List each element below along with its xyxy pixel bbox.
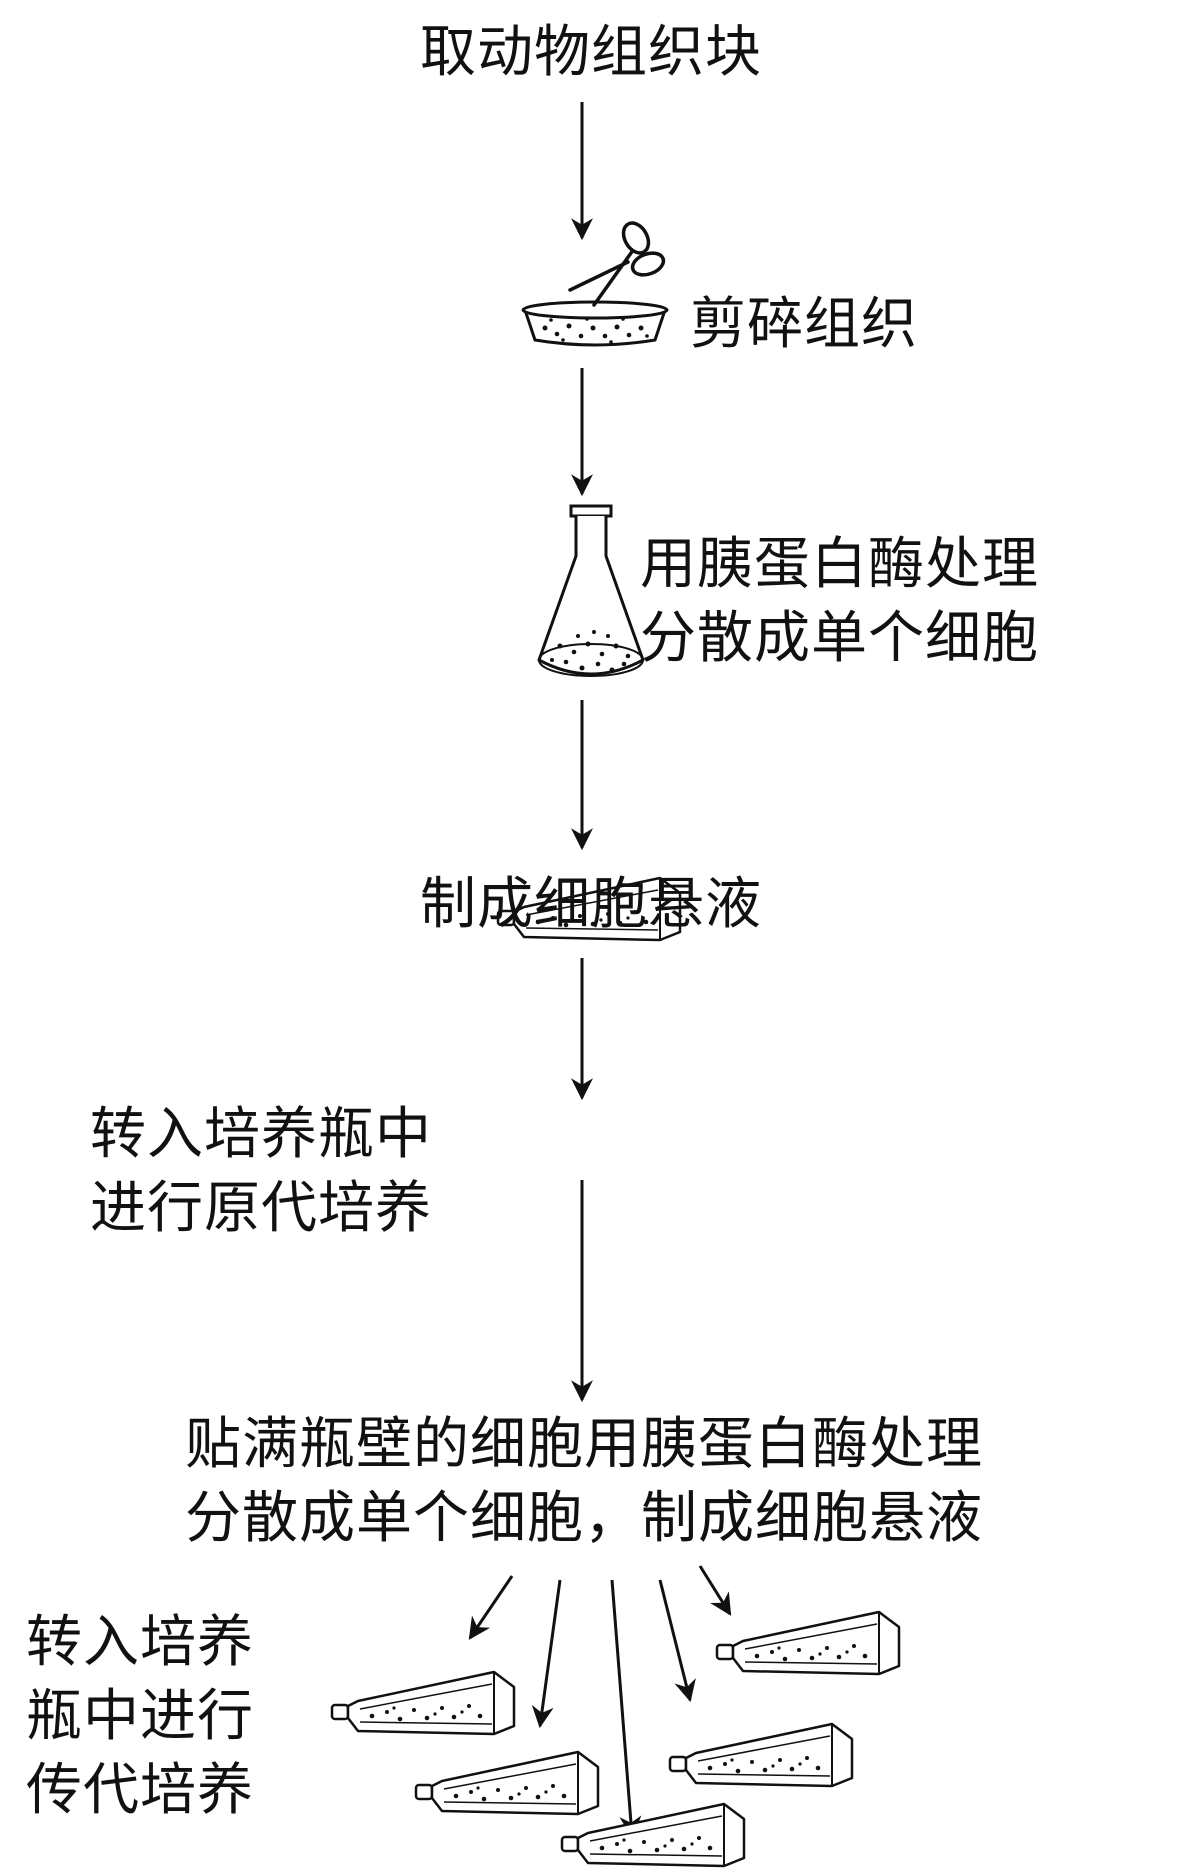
arrow-fan-5 [698,1565,732,1616]
label-line: 转入培养 [26,1610,254,1675]
culture-flask-icon [668,1722,854,1788]
culture-flask-icon [330,1670,516,1736]
arrow-fan-2 [531,1579,562,1729]
label-line: 取动物组织块 [420,20,762,85]
label-line: 剪碎组织 [690,292,918,357]
culture-flask-icon [414,1750,600,1816]
step-suspension-label: 制成细胞悬液 [420,868,762,942]
label-line: 制成细胞悬液 [420,872,762,937]
arrow-fan-1 [468,1575,514,1640]
step-passage-prep-label: 贴满瓶壁的细胞用胰蛋白酶处理 分散成单个细胞，制成细胞悬液 [185,1408,983,1556]
label-line: 瓶中进行 [26,1684,254,1749]
label-line: 贴满瓶壁的细胞用胰蛋白酶处理 [185,1412,983,1477]
arrows [468,102,732,1839]
step-mince-tissue-label: 剪碎组织 [690,288,918,362]
label-line: 转入培养瓶中 [90,1102,432,1167]
step-primary-culture-label: 转入培养瓶中 进行原代培养 [90,1098,432,1246]
subculture-flasks [330,1610,901,1868]
step-take-tissue-label: 取动物组织块 [420,16,762,90]
culture-flask-icon [560,1802,746,1868]
label-line: 用胰蛋白酶处理 [640,532,1039,597]
conical-flask-icon [537,504,645,677]
scissors-icon [568,221,666,307]
arrow-fan-4 [658,1579,696,1703]
label-line: 进行原代培养 [90,1176,432,1241]
arrow-fan-3 [610,1579,642,1839]
culture-flask-icon [715,1610,901,1676]
label-line: 传代培养 [26,1758,254,1823]
label-line: 分散成单个细胞 [640,606,1039,671]
label-line: 分散成单个细胞，制成细胞悬液 [185,1486,983,1551]
step-subculture-label: 转入培养 瓶中进行 传代培养 [26,1606,254,1828]
step-trypsin-label: 用胰蛋白酶处理 分散成单个细胞 [640,528,1039,676]
petri-dish-icon [521,300,669,347]
